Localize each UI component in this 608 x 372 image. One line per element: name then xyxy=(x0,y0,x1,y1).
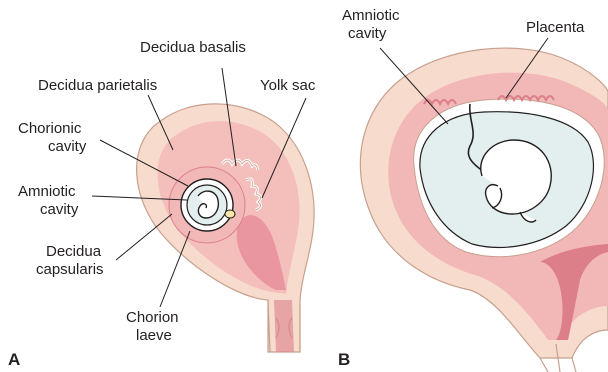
panel-letter-b: B xyxy=(338,350,350,369)
panel-letter-a: A xyxy=(8,350,20,369)
label-decidua-capsularis-line2: capsularis xyxy=(36,261,104,278)
label-decidua-basalis: Decidua basalis xyxy=(140,39,246,56)
embryo-a xyxy=(198,191,218,218)
label-amniotic-cavity-line1: Amniotic xyxy=(18,183,76,200)
yolk-sac-a xyxy=(225,210,235,218)
panel-b-drawing xyxy=(360,48,608,372)
label-decidua-capsularis-line1: Decidua xyxy=(46,243,102,260)
label-yolk-sac: Yolk sac xyxy=(260,77,316,94)
label-chorionic-cavity-line2: cavity xyxy=(48,138,87,155)
label-chorionic-cavity-line1: Chorionic xyxy=(18,120,82,137)
label-decidua-parietalis: Decidua parietalis xyxy=(38,77,157,94)
label-placenta: Placenta xyxy=(526,19,585,36)
label-chorion-laeve-line1: Chorion xyxy=(126,309,179,326)
label-b-amniotic-cavity-line2: cavity xyxy=(348,25,387,42)
label-b-amniotic-cavity-line1: Amniotic xyxy=(342,7,400,24)
label-chorion-laeve-line2: laeve xyxy=(136,327,172,344)
label-amniotic-cavity-line2: cavity xyxy=(40,201,79,218)
